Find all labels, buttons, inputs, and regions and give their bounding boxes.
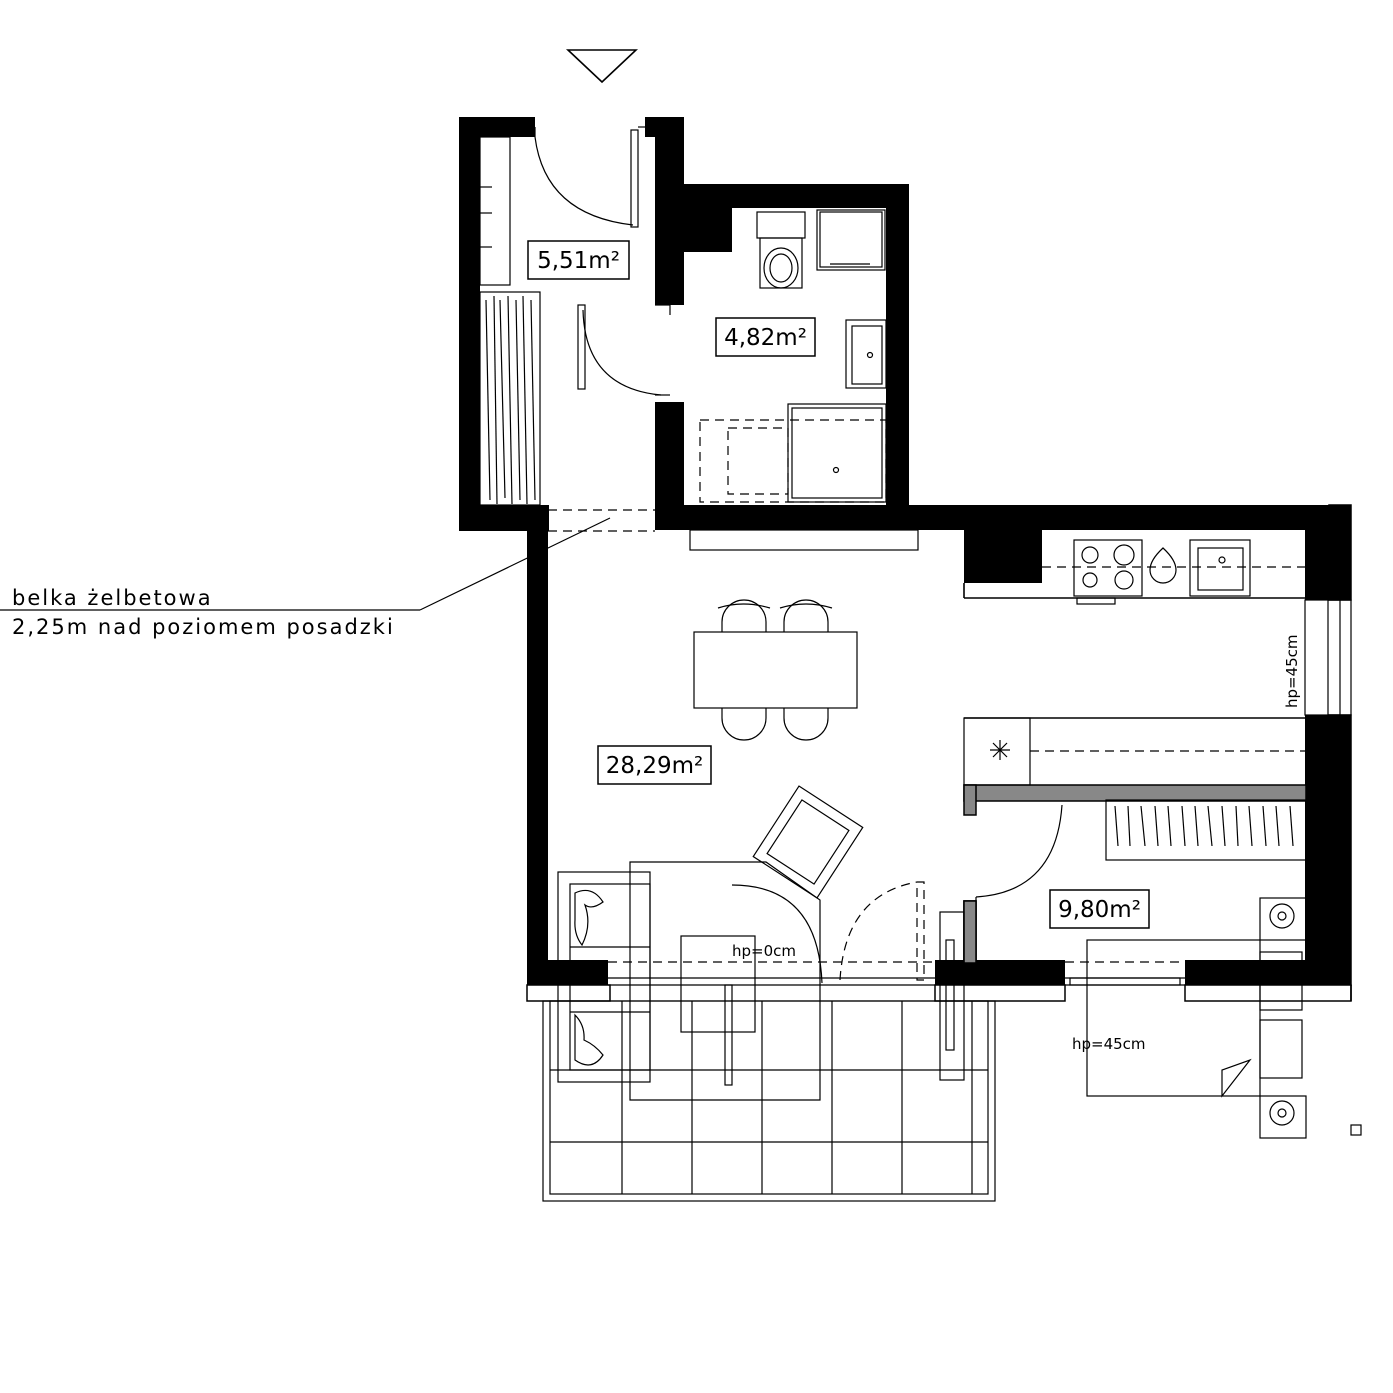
area-text-living: 28,29m² <box>606 753 703 779</box>
kitchen-window-height: hp=45cm <box>1283 634 1301 708</box>
bathroom-fixtures <box>699 209 887 503</box>
bedroom-furniture <box>1065 799 1362 1139</box>
balcony <box>542 1000 996 1202</box>
area-text-hall: 5,51m² <box>537 248 620 274</box>
area-text-bathroom: 4,82m² <box>724 325 807 351</box>
balcony-door <box>608 881 935 1086</box>
area-text-bedroom: 9,80m² <box>1058 897 1141 923</box>
walls <box>459 117 1352 1002</box>
area-label-living: 28,29m² <box>597 745 712 785</box>
area-label-bathroom: 4,82m² <box>715 317 816 357</box>
hall-furniture <box>479 126 671 506</box>
area-label-hall: 5,51m² <box>527 240 630 280</box>
area-label-bedroom: 9,80m² <box>1049 889 1150 929</box>
beam-annotation-leader <box>0 517 611 611</box>
balcony-door-height: hp=0cm <box>732 942 796 960</box>
beam-note-line1: belka żelbetowa <box>12 586 213 610</box>
beam-note-line2: 2,25m nad poziomem posadzki <box>12 615 395 639</box>
entrance-marker-icon <box>565 49 639 84</box>
kitchen <box>963 539 1352 786</box>
beam-dash-lines <box>548 509 655 532</box>
bedroom-window-height: hp=45cm <box>1072 1035 1146 1053</box>
living-furniture <box>557 529 1063 1101</box>
